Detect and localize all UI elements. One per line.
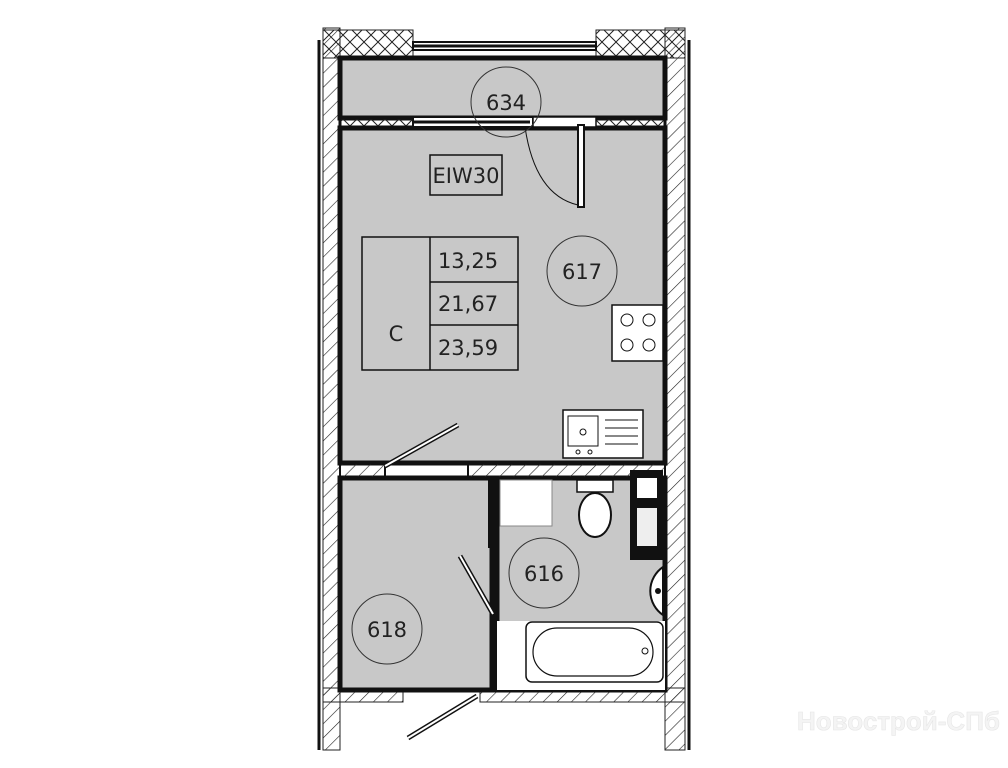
room-number: 634	[486, 91, 526, 115]
room-617-label: 617	[546, 235, 618, 307]
living-area: 13,25	[438, 249, 498, 273]
room-number: 617	[562, 260, 602, 284]
apartment-type: С	[389, 322, 404, 346]
room-number: 616	[524, 562, 564, 586]
room-number: 618	[367, 618, 407, 642]
room-618-label: 618	[351, 593, 423, 665]
stove-icon	[611, 304, 664, 362]
exterior-walls	[317, 27, 691, 751]
balcony-door	[412, 116, 597, 208]
apartment-code: EIW30	[433, 164, 500, 188]
interior-partitions	[339, 422, 666, 741]
room-616-label: 616	[508, 537, 580, 609]
bathtub-icon	[497, 621, 665, 690]
area-without-balcony: 21,67	[438, 292, 498, 316]
room-634-label: 634	[470, 66, 542, 138]
washbasin-icon	[649, 565, 664, 617]
watermark: Новострой-СПб	[797, 706, 1000, 736]
washing-machine-icon	[499, 479, 553, 527]
kitchen-sink-icon	[562, 409, 644, 459]
total-area: 23,59	[438, 336, 498, 360]
balcony-window	[412, 41, 597, 57]
toilet-icon	[576, 479, 614, 538]
area-table: С 13,25 21,67 23,59	[361, 236, 519, 371]
apartment-tag: EIW30	[429, 154, 503, 196]
towel-dryer-icon	[630, 470, 663, 560]
room-618-floor	[337, 475, 495, 693]
